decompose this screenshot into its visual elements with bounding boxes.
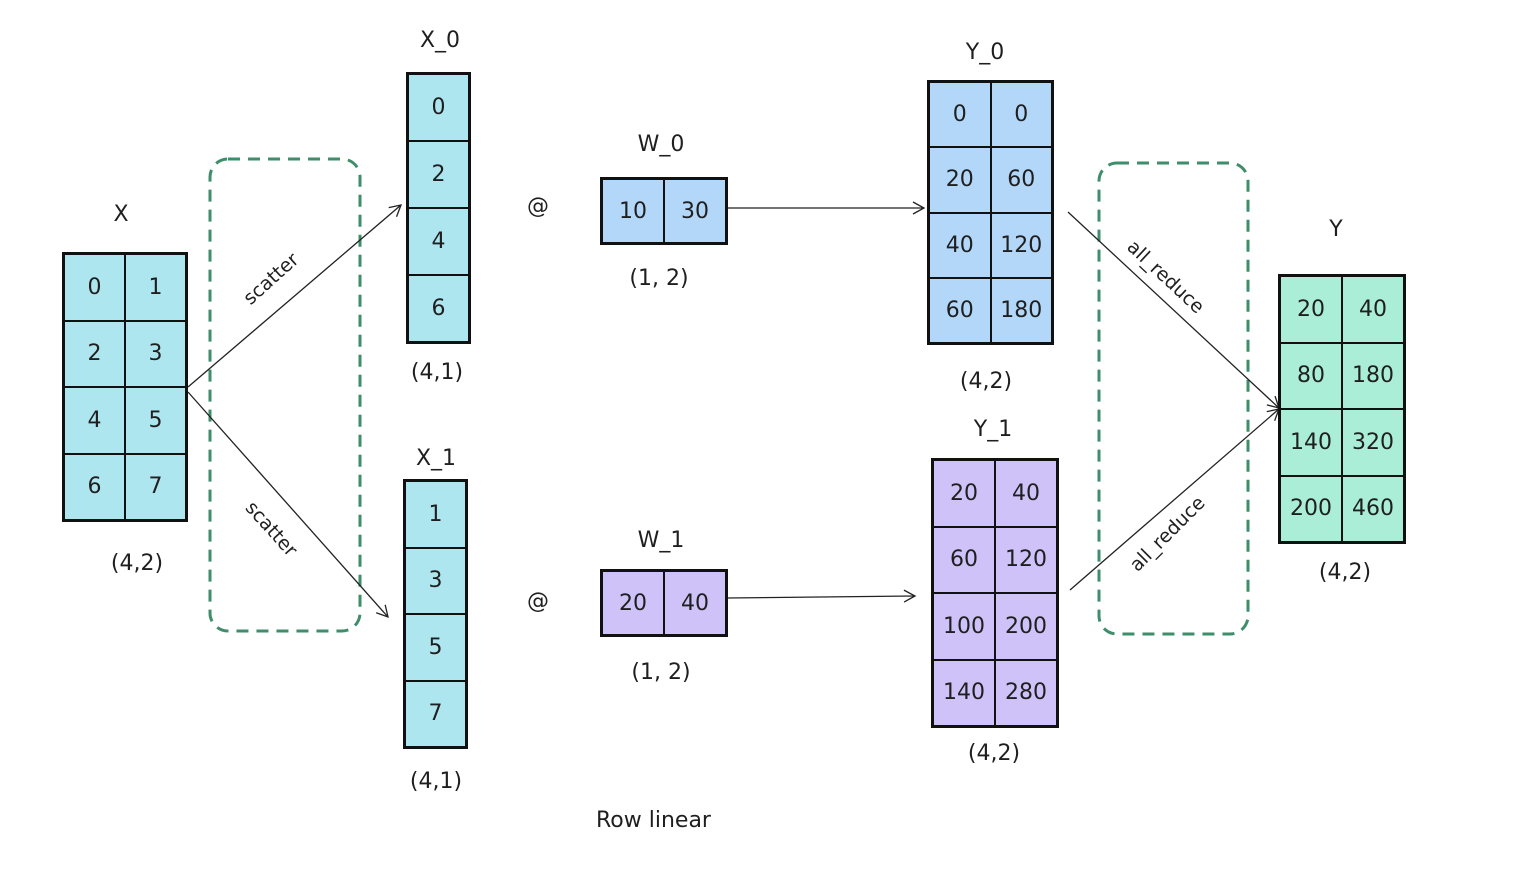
matrix-cell: 1 <box>125 254 186 321</box>
matrix-shape-w0: (1, 2) <box>629 266 689 291</box>
matrix-cell: 40 <box>929 212 991 278</box>
matrix-cell: 10 <box>602 179 664 243</box>
matrix-cell: 6 <box>408 275 469 342</box>
matrix-cell: 7 <box>125 453 186 520</box>
matrix-cell: 180 <box>1342 342 1404 409</box>
scatter-group-box <box>208 157 362 633</box>
matrix-cell: 120 <box>990 212 1052 278</box>
all-reduce-arrow-bottom <box>1069 408 1281 591</box>
matrix-cell: 5 <box>125 387 186 454</box>
matrix-cell: 80 <box>1280 342 1342 409</box>
matrix-cell: 3 <box>125 320 186 387</box>
matrix-cell: 0 <box>408 74 469 141</box>
matrix-title-y: Y <box>1329 217 1343 242</box>
matrix-title-x1: X_1 <box>415 446 457 471</box>
matrix-cell: 200 <box>1280 475 1342 542</box>
matrix-cell: 7 <box>405 680 466 747</box>
matrix-cell: 5 <box>405 614 466 681</box>
matrix-title-w1: W_1 <box>637 528 685 553</box>
matrix-cell: 4 <box>64 387 125 454</box>
matrix-title-y0: Y_0 <box>965 40 1005 65</box>
matrix-cell: 20 <box>1280 276 1342 343</box>
matrix-cell: 100 <box>933 593 995 660</box>
matrix-title-y1: Y_1 <box>973 417 1013 442</box>
matrix-cell: 280 <box>995 659 1057 726</box>
matrix-title-w0: W_0 <box>637 132 685 157</box>
matrix-cell: 60 <box>990 147 1052 213</box>
matrix-cell: 3 <box>405 547 466 614</box>
matrix-cell: 320 <box>1342 409 1404 476</box>
matrix-cell: 120 <box>995 526 1057 593</box>
matrix-cell: 2 <box>64 320 125 387</box>
matrix-title-x0: X_0 <box>419 28 461 53</box>
matrix-cell: 20 <box>933 460 995 527</box>
matrix-shape-w1: (1, 2) <box>631 660 691 685</box>
matrix-cell: 30 <box>664 179 726 243</box>
matrix-cell: 140 <box>1280 409 1342 476</box>
matrix-cell: 40 <box>1342 276 1404 343</box>
all-reduce-group-box <box>1097 161 1250 636</box>
matrix-cell: 0 <box>929 82 991 148</box>
matrix-cell: 6 <box>64 453 125 520</box>
matrix-shape-y1: (4,2) <box>967 741 1021 766</box>
matmul-operator-top: @ <box>527 194 549 219</box>
matrix-cell: 2 <box>408 141 469 208</box>
matrix-shape-y0: (4,2) <box>959 369 1013 394</box>
scatter-arrow-bottom <box>187 391 389 619</box>
matrix-cell: 40 <box>995 460 1057 527</box>
matrix-cell: 180 <box>990 277 1052 343</box>
matrix-cell: 460 <box>1342 475 1404 542</box>
matrix-cell: 20 <box>929 147 991 213</box>
matrix-cell: 20 <box>602 571 664 635</box>
matrix-cell: 140 <box>933 659 995 726</box>
matrix-cell: 1 <box>405 481 466 548</box>
matrix-shape-y: (4,2) <box>1318 560 1372 585</box>
matrix-cell: 200 <box>995 593 1057 660</box>
matrix-cell: 60 <box>933 526 995 593</box>
matrix-shape-x0: (4,1) <box>410 360 464 385</box>
matmul-operator-bottom: @ <box>527 589 549 614</box>
matrix-cell: 0 <box>64 254 125 321</box>
matrix-cell: 40 <box>664 571 726 635</box>
matrix-cell: 0 <box>990 82 1052 148</box>
matrix-cell: 60 <box>929 277 991 343</box>
diagram-caption: Row linear <box>596 808 711 833</box>
matrix-shape-x1: (4,1) <box>409 769 463 794</box>
matrix-title-x: X <box>113 202 129 227</box>
matrix-cell: 4 <box>408 208 469 275</box>
scatter-arrow-top <box>187 204 403 388</box>
matrix-shape-x: (4,2) <box>110 551 164 576</box>
all-reduce-arrow-top <box>1067 211 1280 409</box>
matmul-arrow-bottom <box>726 589 917 603</box>
